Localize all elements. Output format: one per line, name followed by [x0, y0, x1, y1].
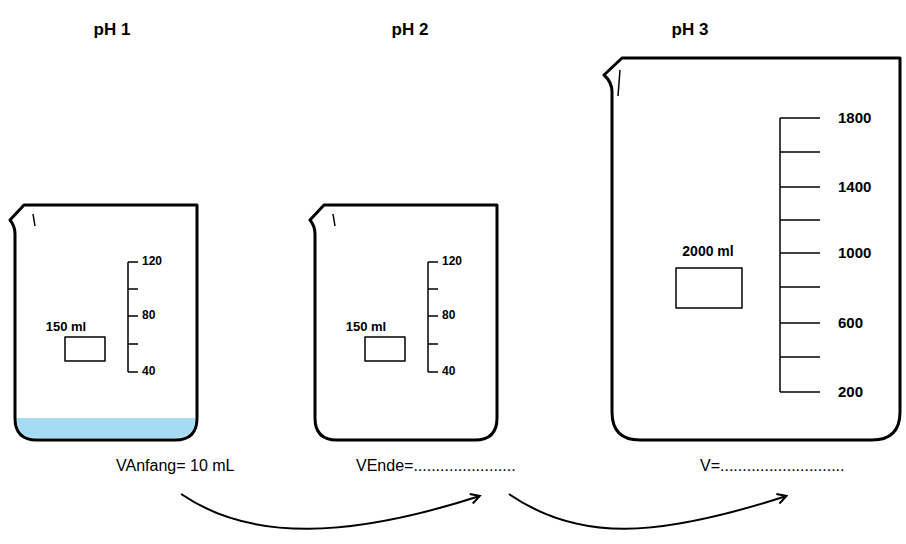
scale-number: 40 [142, 365, 155, 378]
beaker: pH 1 150 ml 120 80 40VAnfang= 10 mL [4, 8, 250, 492]
volume-label: 2000 ml [682, 244, 733, 259]
volume-label: 150 ml [346, 320, 386, 334]
ph-label: pH 2 [392, 21, 429, 40]
scale-number: 1400 [838, 179, 871, 196]
volume-value: VEnde=....................... [356, 457, 516, 475]
ph-label: pH 3 [672, 21, 709, 40]
scale-number: 200 [838, 384, 863, 401]
scale-number: 80 [442, 309, 455, 322]
scale-number: 1000 [838, 245, 871, 262]
scale-number: 80 [142, 309, 155, 322]
beaker: pH 2 150 ml 120 80 40VEnde=.................… [300, 8, 590, 492]
volume-value: VAnfang= 10 mL [116, 457, 234, 475]
scale-number: 120 [142, 255, 162, 268]
volume-value: V=............................ [700, 457, 844, 475]
transfer-arrow [181, 494, 480, 529]
transfer-arrow [509, 494, 787, 529]
volume-label: 150 ml [46, 320, 86, 334]
scale-number: 1800 [838, 110, 871, 127]
scale-number: 600 [838, 315, 863, 332]
beaker: pH 3 2000 ml 1800 1400 1000 600 200V=.........… [598, 8, 902, 492]
scale-number: 40 [442, 365, 455, 378]
ph-label: pH 1 [94, 21, 131, 40]
scale-number: 120 [442, 255, 462, 268]
